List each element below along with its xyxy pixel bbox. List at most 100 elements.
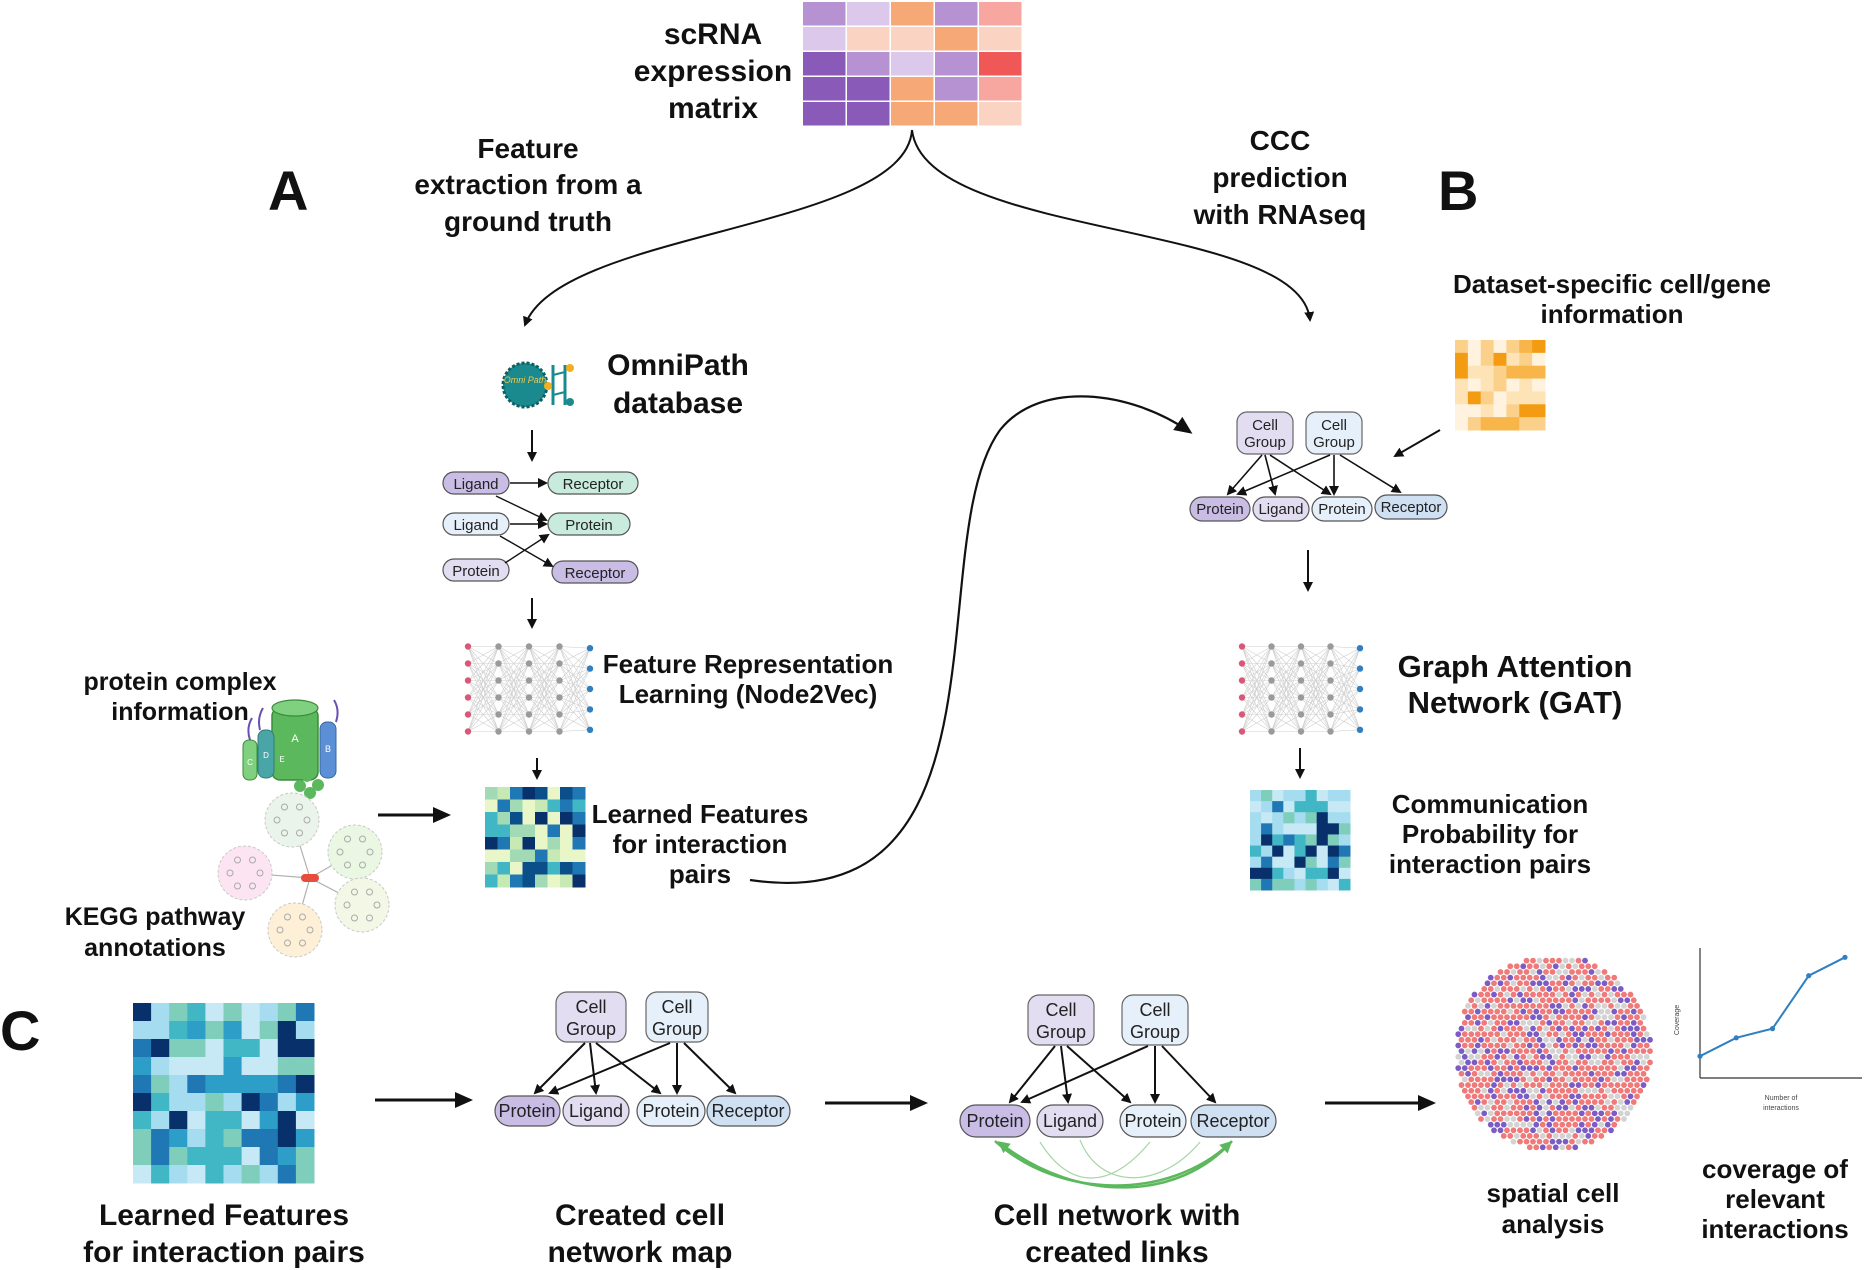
spatial-spot [1604, 1042, 1611, 1049]
spatial-spot [1533, 1121, 1540, 1128]
spatial-spot [1585, 1099, 1592, 1105]
spatial-spot [1562, 1127, 1569, 1134]
spatial-spot [1578, 1087, 1585, 1094]
network-node [1238, 677, 1246, 684]
spatial-spot [1517, 1025, 1523, 1032]
spatial-spot [1481, 1076, 1488, 1083]
heatmap-cell [535, 874, 548, 888]
spatial-spot [1536, 1138, 1543, 1145]
spatial-spot [1627, 1070, 1634, 1077]
spatial-spot [1520, 1008, 1527, 1015]
heatmap-cell [295, 1003, 315, 1022]
spatial-spot [1556, 1138, 1562, 1145]
heatmap-cell [1506, 352, 1520, 367]
heatmap-cell [1519, 391, 1533, 405]
spatial-spot [1634, 1025, 1640, 1032]
heatmap-cell [522, 787, 536, 800]
svg-text:KEGG pathway: KEGG pathway [65, 903, 246, 931]
spatial-spot [1474, 997, 1481, 1004]
heatmap-cell [1532, 417, 1546, 431]
heatmap-cell [1316, 856, 1329, 869]
spatial-spot [1591, 997, 1598, 1004]
svg-text:Feature Representation: Feature Representation [603, 649, 893, 679]
spatial-spot [1523, 957, 1530, 964]
spatial-spot [1507, 1110, 1514, 1117]
heatmap-cell [187, 1129, 206, 1148]
spatial-spot [1549, 1036, 1556, 1043]
matrix-cell [935, 27, 978, 51]
heatmap-cell [133, 1039, 152, 1058]
heatmap-cell [547, 849, 561, 863]
spatial-spot [1510, 1138, 1517, 1145]
spatial-spot [1614, 1002, 1621, 1009]
spatial-spot [1530, 1002, 1536, 1009]
spatial-spot [1539, 1008, 1546, 1015]
spatial-spot [1608, 1014, 1614, 1021]
svg-text:database: database [613, 387, 743, 420]
spatial-spot [1458, 1082, 1465, 1088]
spatial-spot [1533, 963, 1540, 970]
heatmap-cell [535, 812, 548, 825]
heatmap-cell [223, 1147, 243, 1166]
spatial-spot [1643, 1076, 1650, 1083]
network-node [1327, 728, 1334, 735]
spatial-spot [1575, 1002, 1582, 1009]
spatial-spot [1575, 1059, 1582, 1066]
spatial-spot [1559, 1076, 1566, 1083]
spatial-spot [1595, 1116, 1601, 1122]
spatial-spot [1549, 1104, 1556, 1111]
heatmap-cell [223, 1129, 243, 1148]
spatial-spot [1643, 1053, 1650, 1060]
spatial-spot [1497, 991, 1504, 998]
heatmap-cell [1294, 801, 1307, 813]
spatial-spot [1575, 1048, 1582, 1055]
spatial-spot [1572, 1042, 1579, 1049]
spatial-spot [1552, 1042, 1559, 1049]
matrix-cell [891, 102, 934, 126]
heatmap-cell [1305, 823, 1318, 835]
svg-text:Receptor: Receptor [711, 1101, 784, 1121]
spatial-spot [1608, 1104, 1614, 1111]
network-node [1297, 694, 1305, 701]
network-node [556, 643, 563, 650]
svg-text:OmniPath: OmniPath [607, 349, 749, 382]
spatial-spot [1614, 1025, 1621, 1032]
heatmap-cell [241, 1003, 261, 1022]
spatial-spot [1559, 963, 1566, 970]
spatial-spot [1572, 1019, 1579, 1026]
heatmap-cell [1338, 856, 1351, 869]
spatial-spot [1585, 1008, 1592, 1015]
spatial-spot [1507, 1008, 1514, 1015]
spatial-spot [1471, 1093, 1478, 1100]
chart-xlabel: Number of [1765, 1095, 1798, 1102]
spatial-spot [1598, 1042, 1605, 1049]
spatial-spot [1575, 1025, 1582, 1032]
spatial-spot [1513, 997, 1520, 1004]
spatial-spot [1627, 1036, 1634, 1043]
heatmap-cell [485, 812, 498, 825]
spatial-spot [1546, 997, 1553, 1004]
spatial-spot [1539, 986, 1546, 992]
spatial-spot [1601, 1127, 1608, 1134]
spatial-spot [1617, 1031, 1624, 1038]
spatial-spot [1559, 1110, 1566, 1117]
heatmap-cell [187, 1003, 206, 1022]
spatial-spot [1471, 991, 1478, 998]
spatial-spot [1637, 1065, 1644, 1071]
heatmap-cell [1294, 834, 1307, 847]
spatial-spot [1546, 1019, 1553, 1026]
heatmap-cell [547, 812, 561, 825]
spatial-spot [1575, 1104, 1582, 1111]
heatmap-cell [1467, 378, 1482, 392]
spatial-spot [1575, 1138, 1582, 1145]
spatial-spot [1491, 1082, 1497, 1088]
spatial-spot [1562, 1048, 1569, 1055]
spatial-spot [1455, 1065, 1462, 1071]
spatial-spot [1543, 1025, 1549, 1032]
spatial-spot [1526, 1099, 1533, 1105]
heatmap-cell [497, 849, 511, 863]
spatial-spot [1497, 1070, 1504, 1077]
spatial-spot [1604, 1065, 1611, 1071]
spatial-spot [1595, 1104, 1601, 1111]
svg-text:Protein: Protein [1318, 501, 1366, 518]
